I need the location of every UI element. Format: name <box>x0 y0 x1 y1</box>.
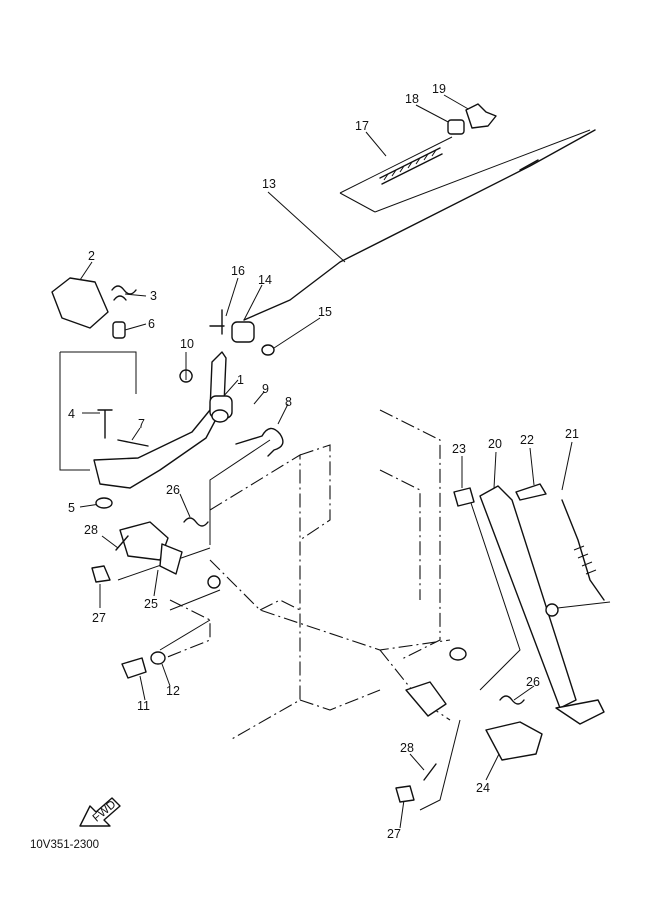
callout-28-right: 28 <box>400 741 414 755</box>
callout-21: 21 <box>565 427 579 441</box>
callout-18: 18 <box>405 92 419 106</box>
footrest-clevis-pin-right <box>395 785 415 803</box>
rod-spring-coils <box>383 149 437 181</box>
callout-2: 2 <box>88 249 95 263</box>
footrest-pin-right <box>423 763 437 781</box>
footrest-bolt <box>121 657 147 679</box>
callout-25: 25 <box>144 597 158 611</box>
callout-13: 13 <box>262 177 276 191</box>
callout-labels: 1 2 3 4 5 6 7 8 9 10 11 12 13 14 15 16 1… <box>68 82 579 841</box>
leader-lines <box>59 94 611 829</box>
washer-15 <box>261 344 275 356</box>
frame-outline <box>159 409 451 741</box>
brake-rod-end <box>519 159 539 171</box>
callout-28-left: 28 <box>84 523 98 537</box>
washer <box>95 497 113 509</box>
diagram-code: 10V351-2300 <box>30 839 99 851</box>
parts <box>51 103 605 803</box>
torsion-spring <box>235 427 284 457</box>
washer-9 <box>211 409 229 423</box>
rod-spring <box>379 147 443 185</box>
joint-pin <box>209 309 225 335</box>
callout-10: 10 <box>180 337 194 351</box>
stand-spring-coils <box>573 545 597 575</box>
callout-12: 12 <box>166 684 180 698</box>
footrest-spring-right <box>499 695 525 705</box>
rod-joint <box>231 321 255 343</box>
callout-9: 9 <box>262 382 269 396</box>
wing-nut <box>465 103 497 129</box>
spring-joint <box>447 119 465 135</box>
callout-3: 3 <box>150 289 157 303</box>
brake-rod <box>243 129 596 321</box>
forward-arrow-icon: FWD <box>79 797 121 827</box>
callout-8: 8 <box>285 395 292 409</box>
callout-11: 11 <box>137 699 150 713</box>
callout-17: 17 <box>355 119 369 133</box>
clevis-pin <box>97 409 113 439</box>
callout-26-right: 26 <box>526 675 540 689</box>
callout-5: 5 <box>68 501 75 515</box>
callout-19: 19 <box>432 82 446 96</box>
pedal-clevis <box>51 277 109 329</box>
footrest-clevis-pin-left <box>91 565 111 583</box>
washer-12 <box>150 651 166 665</box>
callout-26-left: 26 <box>166 483 180 497</box>
stand-bolt <box>515 483 547 501</box>
callout-6: 6 <box>148 317 155 331</box>
sidestand-foot <box>555 699 605 725</box>
callout-23: 23 <box>452 442 466 456</box>
footrest-spring-left <box>183 517 209 527</box>
callout-22: 22 <box>520 433 534 447</box>
footrest-right-bracket <box>405 681 447 717</box>
callout-7: 7 <box>138 417 145 431</box>
footrest-pin-left <box>115 535 129 551</box>
brake-pedal <box>93 351 227 489</box>
footrest-left-bracket <box>159 543 183 575</box>
callout-20: 20 <box>488 437 502 451</box>
circlip <box>179 369 193 383</box>
sidestand <box>479 485 577 709</box>
stand-spring <box>561 499 605 601</box>
collar <box>112 321 126 339</box>
callout-16: 16 <box>231 264 245 278</box>
callout-24: 24 <box>476 781 490 795</box>
cotter-pin <box>117 439 149 447</box>
callout-15: 15 <box>318 305 332 319</box>
stand-nut <box>453 487 475 507</box>
callout-14: 14 <box>258 273 272 287</box>
callout-1: 1 <box>237 373 244 387</box>
footrest-right <box>485 721 543 761</box>
return-spring-small <box>111 285 137 301</box>
callout-27-right: 27 <box>387 827 401 841</box>
callout-27-left: 27 <box>92 611 106 625</box>
callout-4: 4 <box>68 407 75 421</box>
